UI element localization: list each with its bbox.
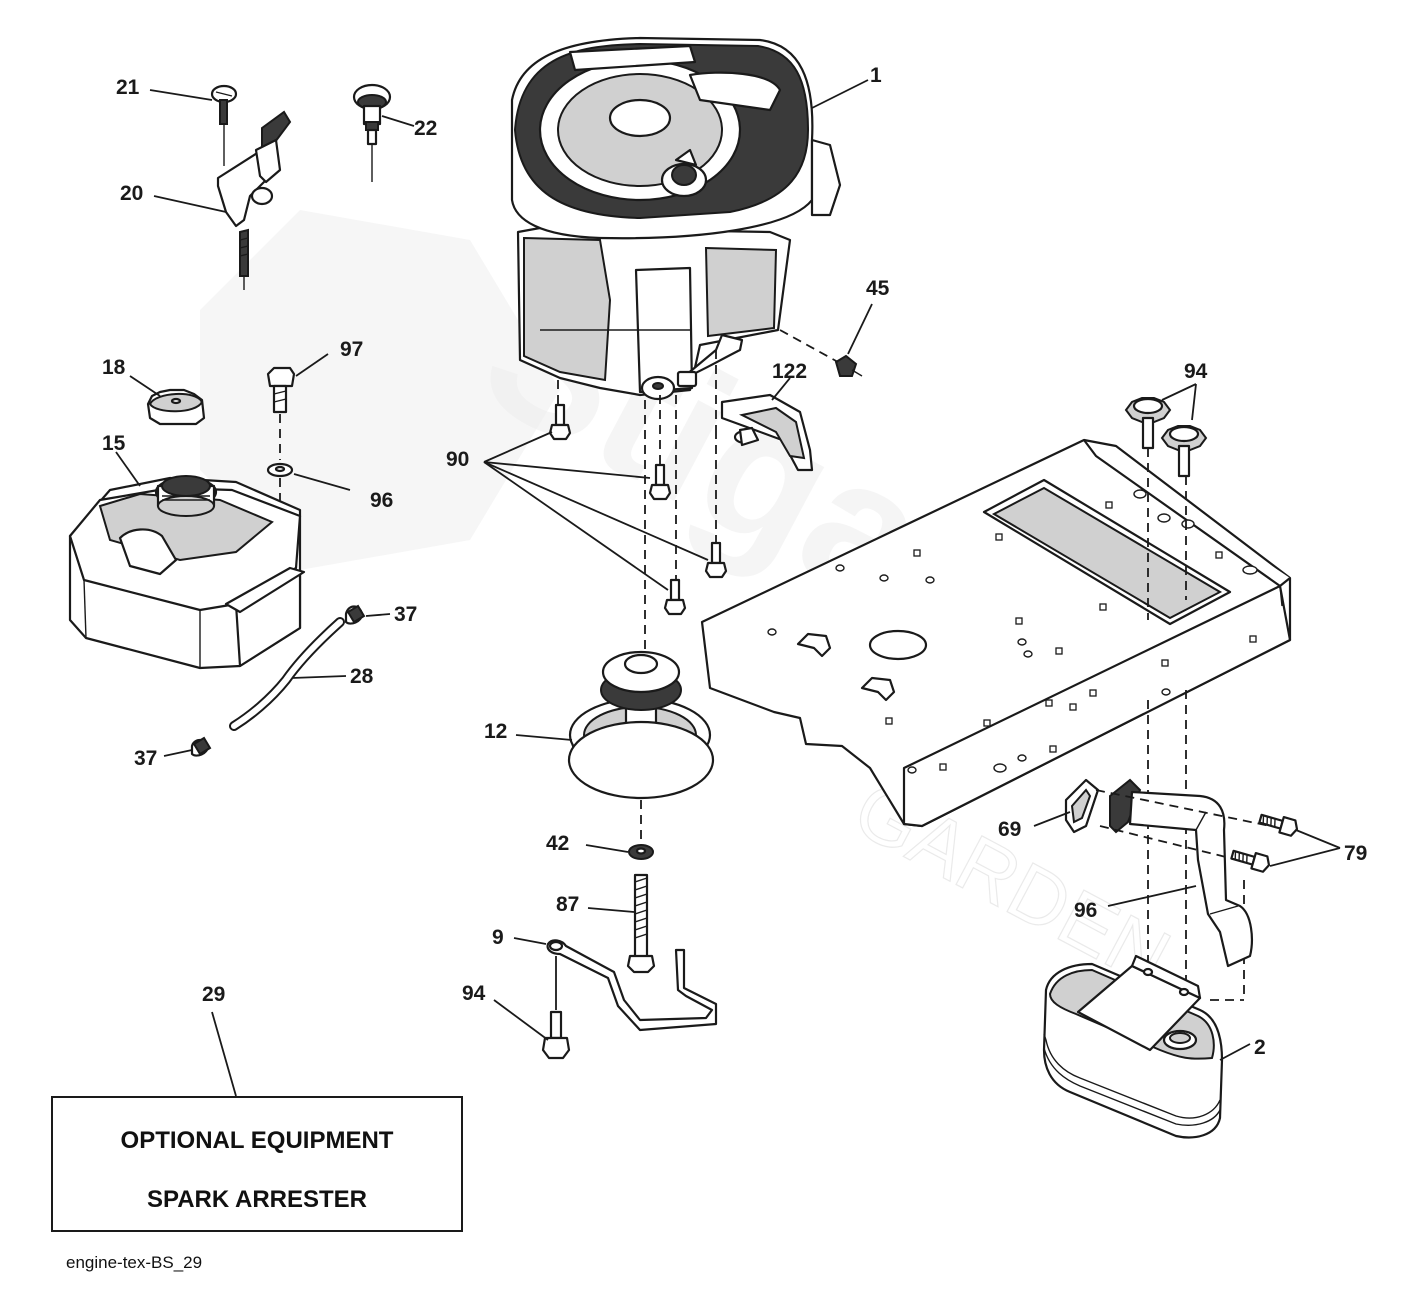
callout-20: 20 — [120, 182, 143, 205]
washer-42 — [628, 800, 654, 860]
bolts-84 — [548, 403, 728, 616]
callout-90: 94 — [462, 982, 486, 1005]
fuel-line-28 — [229, 617, 345, 731]
throttle-control-20 — [216, 110, 292, 290]
spark-arrester-label: SPARK ARRESTER — [147, 1186, 367, 1213]
bracket-9 — [546, 939, 718, 1032]
callout-96: 96 — [370, 489, 393, 512]
callout-1: 1 — [870, 64, 882, 87]
callout-69: 69 — [998, 818, 1021, 841]
leader-1 — [811, 79, 869, 109]
gasket-69 — [1064, 778, 1100, 834]
bolt-97 — [266, 366, 296, 414]
callout-37-upper: 37 — [394, 603, 417, 626]
shield-122 — [720, 393, 814, 472]
callout-2: 2 — [1254, 1036, 1266, 1059]
bolt-90 — [541, 956, 571, 1060]
fuel-tank-15 — [68, 475, 306, 670]
callout-12: 12 — [484, 720, 507, 743]
callout-85: 87 — [556, 893, 579, 916]
callout-87: 94 — [1184, 360, 1208, 383]
nut-45 — [834, 354, 863, 377]
pulley-12 — [567, 400, 715, 800]
callout-45: 45 — [866, 277, 890, 300]
muffler-2 — [1042, 954, 1224, 1139]
callout-79: 79 — [1344, 842, 1367, 865]
fuel-cap-18 — [146, 388, 206, 426]
clamp-37-lower — [190, 736, 212, 757]
washer-96 — [266, 462, 294, 478]
callout-15: 15 — [102, 432, 126, 455]
optional-equipment-box — [51, 1096, 463, 1232]
callout-84: 90 — [446, 448, 469, 471]
callout-9: 9 — [492, 926, 504, 949]
knob-22 — [352, 83, 392, 182]
engine — [510, 36, 842, 401]
callout-21: 21 — [116, 76, 140, 99]
callout-122: 122 — [772, 360, 807, 383]
callout-94: 96 — [1074, 899, 1097, 922]
callout-97: 97 — [340, 338, 363, 361]
callout-29: 29 — [202, 983, 225, 1006]
screw-21 — [210, 84, 238, 166]
callout-42: 42 — [546, 832, 569, 855]
bolts-79 — [1230, 813, 1299, 873]
frame-plate — [700, 438, 1292, 828]
clamp-37-upper — [344, 604, 366, 625]
exhaust-pipe-94 — [1109, 778, 1253, 968]
callout-28: 28 — [350, 665, 374, 688]
callout-22: 22 — [414, 117, 437, 140]
callout-18: 18 — [102, 356, 126, 379]
callout-37-lower: 37 — [134, 747, 157, 770]
optional-equipment-label: OPTIONAL EQUIPMENT — [121, 1127, 394, 1154]
bolt-85 — [626, 873, 656, 974]
diagram-caption: engine-tex-BS_29 — [66, 1253, 202, 1272]
